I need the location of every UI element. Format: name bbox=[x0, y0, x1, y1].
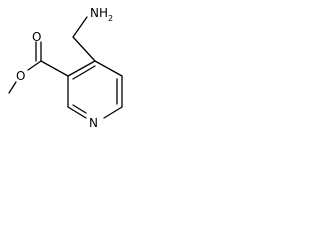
ring-nitrogen-label: N bbox=[89, 116, 98, 130]
bond-c4-c5 bbox=[94, 60, 123, 77]
bond-c3-c4 bbox=[67, 60, 96, 77]
bond-ester-o-methyl bbox=[8, 81, 17, 94]
amine-nh-text: NH bbox=[90, 6, 108, 20]
bond-n1-c2-inner bbox=[72, 104, 87, 114]
carbonyl-oxygen-label: O bbox=[32, 30, 41, 44]
chemical-structure: NH2 N O O bbox=[8, 6, 123, 130]
bond-c4-ch2 bbox=[72, 36, 96, 62]
amine-subscript: 2 bbox=[108, 14, 113, 23]
bond-c6-n1 bbox=[103, 106, 123, 119]
bond-c3-c4-inner bbox=[72, 65, 96, 80]
bond-carbonyl-c-ester-o bbox=[27, 60, 42, 71]
bond-c3-carbonyl-c bbox=[40, 60, 69, 77]
ester-oxygen-label: O bbox=[16, 69, 25, 83]
bond-n1-c2 bbox=[67, 106, 87, 119]
bond-ch2-nh2 bbox=[72, 16, 88, 38]
amine-label: NH2 bbox=[90, 6, 113, 23]
